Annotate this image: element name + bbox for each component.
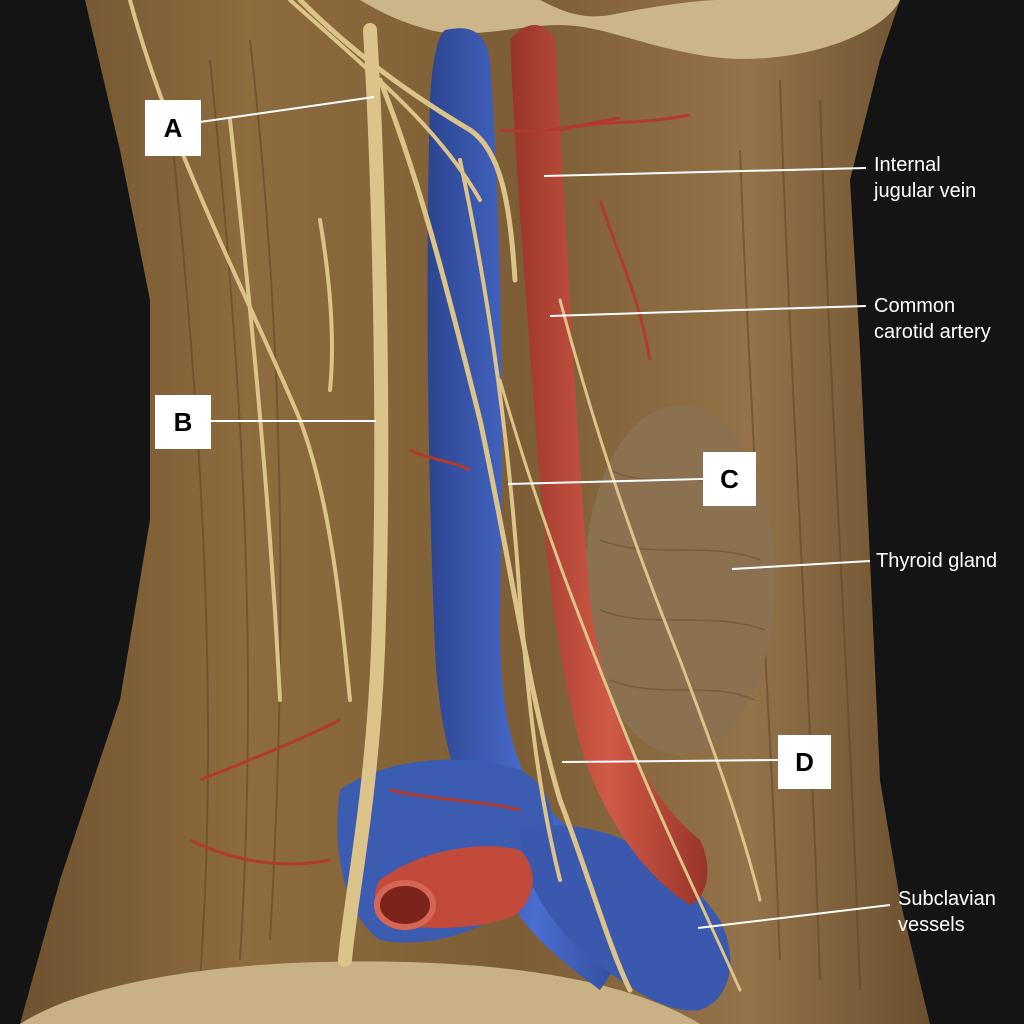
label-internal-jugular-vein: Internal jugular vein [874, 152, 976, 204]
leader-lines [199, 96, 891, 929]
label-line: carotid artery [874, 321, 991, 343]
label-line: Thyroid gland [876, 550, 998, 572]
label-subclavian-vessels: Subclavian vessels [898, 886, 996, 938]
label-line: vessels [898, 914, 965, 936]
label-line: Common [874, 295, 956, 317]
label-b: B [155, 395, 211, 449]
mandible [360, 0, 900, 59]
label-common-carotid-artery: Common carotid artery [874, 293, 991, 345]
label-c: C [703, 452, 756, 506]
common-carotid-artery [510, 25, 708, 905]
label-line: jugular vein [874, 180, 977, 202]
label-d: D [778, 735, 831, 789]
clavicle [20, 961, 700, 1024]
small-arteries [189, 113, 691, 866]
label-a: A [145, 100, 201, 156]
label-line: Internal [874, 154, 941, 176]
label-line: Subclavian [898, 888, 996, 910]
subclavian-artery-lumen [374, 880, 436, 930]
subclavian-vein [520, 825, 731, 1011]
label-thyroid-gland: Thyroid gland [876, 548, 997, 574]
